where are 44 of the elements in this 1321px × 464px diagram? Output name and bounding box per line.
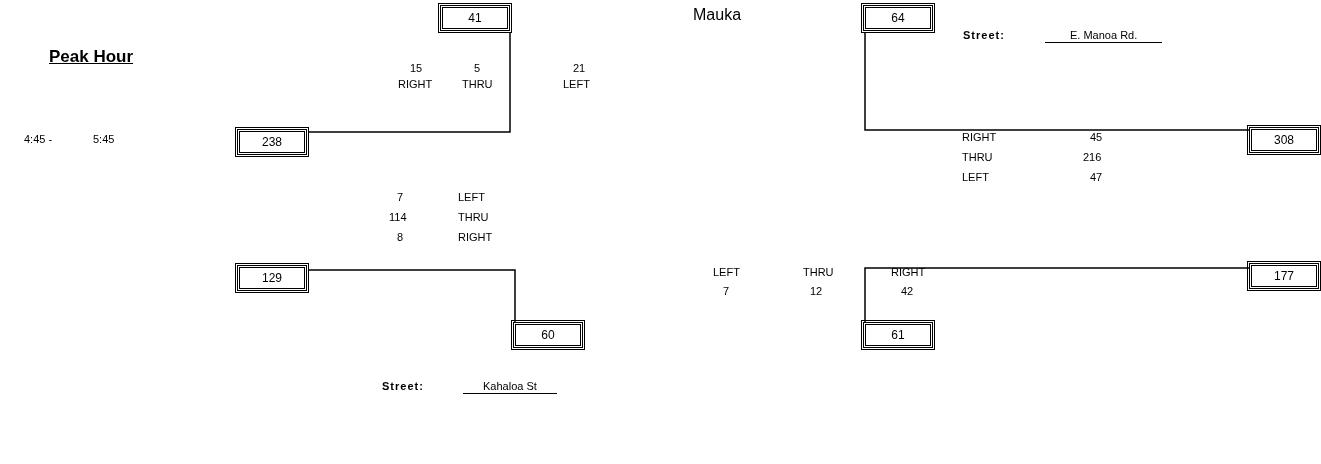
volume-number: 5	[474, 62, 481, 74]
volume-number: 12	[810, 285, 823, 297]
time-text: 5:45	[93, 133, 115, 145]
volume-number: 15	[410, 62, 423, 74]
movement-label: RIGHT	[891, 266, 926, 278]
volume-number: 47	[1090, 171, 1103, 183]
street-name: Kahaloa St	[463, 380, 557, 394]
volume-number: 7	[723, 285, 730, 297]
peak-hour-heading: Peak Hour	[49, 47, 134, 67]
street-caption: Street:	[963, 29, 1005, 41]
volume-number: 21	[573, 62, 586, 74]
direction-heading: Mauka	[693, 6, 742, 24]
movement-label: LEFT	[563, 78, 590, 90]
movement-label: RIGHT	[962, 131, 997, 143]
street-line	[308, 269, 516, 323]
street-line	[864, 267, 1250, 323]
movement-label: LEFT	[458, 191, 485, 203]
count-box: 60	[513, 322, 583, 348]
street-line	[864, 32, 1250, 131]
count-box: 64	[863, 5, 933, 31]
count-box: 41	[440, 5, 510, 31]
volume-number: 216	[1083, 151, 1102, 163]
time-text: 4:45 -	[24, 133, 53, 145]
movement-label: THRU	[462, 78, 493, 90]
movement-label: LEFT	[713, 266, 740, 278]
movement-label: THRU	[962, 151, 993, 163]
count-box: 61	[863, 322, 933, 348]
count-box: 129	[237, 265, 307, 291]
street-line	[308, 32, 511, 133]
movement-label: THRU	[458, 211, 489, 223]
movement-label: RIGHT	[398, 78, 433, 90]
count-box: 238	[237, 129, 307, 155]
volume-number: 42	[901, 285, 914, 297]
volume-number: 114	[389, 211, 407, 223]
movement-label: RIGHT	[458, 231, 493, 243]
movement-label: LEFT	[962, 171, 989, 183]
street-caption: Street:	[382, 380, 424, 392]
street-name: E. Manoa Rd.	[1045, 29, 1163, 43]
count-box: 308	[1249, 127, 1319, 153]
movement-label: THRU	[803, 266, 834, 278]
count-box: 177	[1249, 263, 1319, 289]
volume-number: 7	[397, 191, 404, 203]
volume-number: 45	[1090, 131, 1103, 143]
volume-number: 8	[397, 231, 404, 243]
